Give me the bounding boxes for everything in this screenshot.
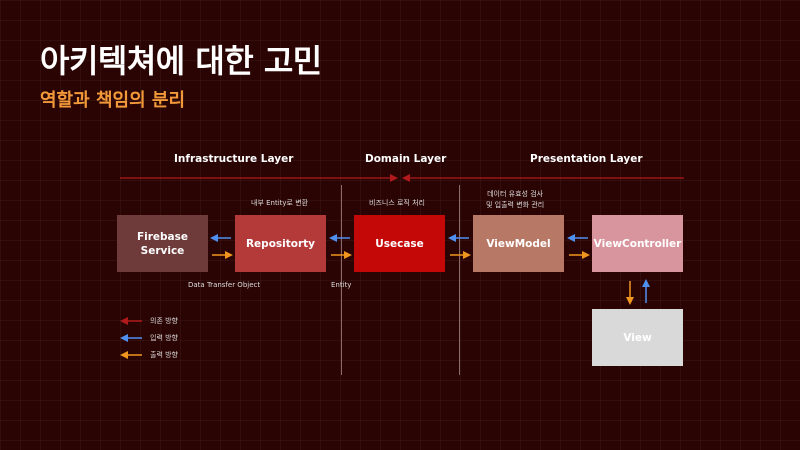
presentation-layer-label: Presentation Layer	[530, 153, 643, 165]
domain-layer-label: Domain Layer	[365, 153, 447, 165]
entity-note: Entity	[331, 281, 352, 289]
view-box: View	[592, 309, 683, 366]
legend-output-label: 출력 방향	[150, 351, 178, 359]
domain-right-divider	[459, 185, 460, 375]
viewcontroller-box: ViewController	[592, 215, 683, 272]
firebase-service-box: Firebase Service	[117, 215, 208, 272]
page-subtitle: 역할과 책임의 분리	[40, 90, 186, 111]
repository-note: 내부 Entity로 변환	[251, 199, 309, 207]
domain-left-divider	[341, 185, 342, 375]
legend-dependency-label: 의존 방향	[150, 317, 178, 325]
infrastructure-layer-label: Infrastructure Layer	[174, 153, 294, 165]
usecase-box: Usecase	[354, 215, 445, 272]
dto-note: Data Transfer Object	[188, 281, 261, 289]
viewmodel-note: 데이터 유효성 검사 및 입출력 변화 관리	[486, 190, 545, 209]
legend-input-label: 입력 방향	[150, 334, 178, 342]
viewmodel-box: ViewModel	[473, 215, 564, 272]
usecase-note: 비즈니스 로직 처리	[369, 199, 425, 207]
repository-box: Repositorty	[235, 215, 326, 272]
page-title: 아키텍쳐에 대한 고민	[40, 42, 322, 80]
